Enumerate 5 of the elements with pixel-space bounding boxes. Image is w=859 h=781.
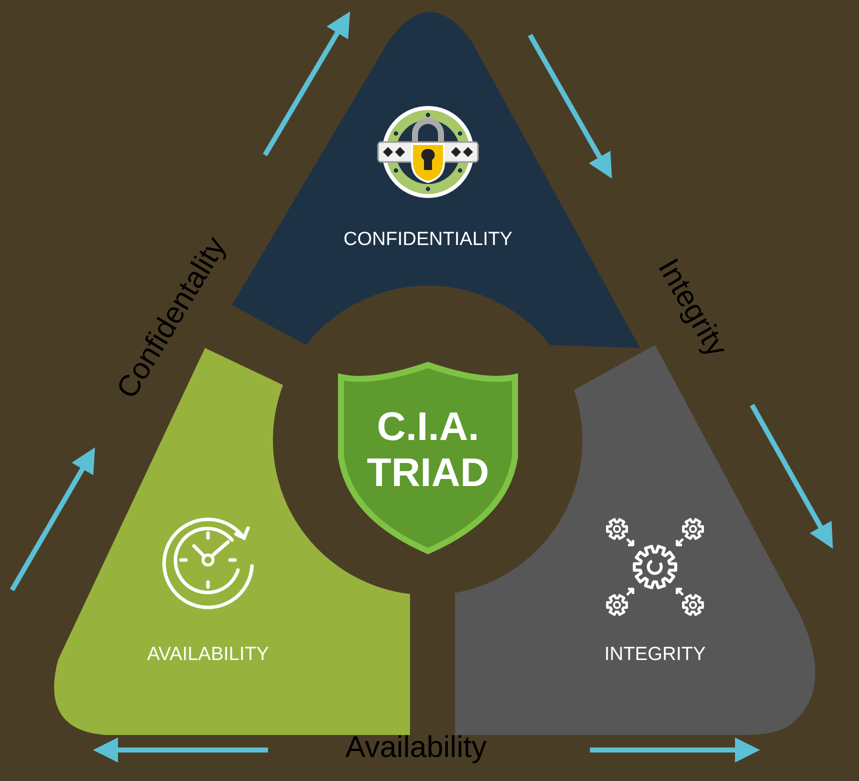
side-label: Availability — [345, 731, 487, 765]
shield-title: C.I.A. TRIAD — [366, 404, 490, 496]
segment-title: CONFIDENTIALITY — [344, 229, 512, 251]
segment-title: INTEGRITY — [604, 644, 706, 666]
segment-title: AVAILABILITY — [147, 644, 269, 666]
